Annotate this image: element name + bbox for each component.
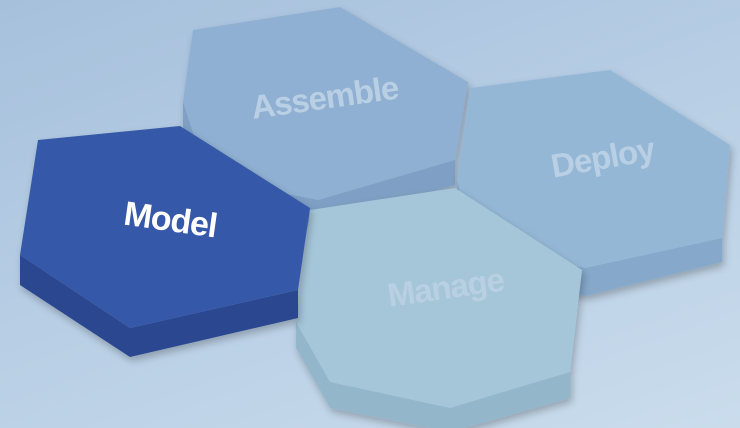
hexagon-manage-side (296, 322, 570, 428)
hexagon-model[interactable]: Model (20, 126, 310, 357)
hexagon-manage[interactable]: Manage (296, 188, 582, 428)
hexagon-deploy-top (457, 70, 730, 268)
hexagon-model-top (20, 126, 310, 328)
hexagon-manage-top (296, 188, 582, 408)
hexagon-model-side (20, 255, 298, 357)
hexagon-assemble-top (183, 7, 468, 200)
